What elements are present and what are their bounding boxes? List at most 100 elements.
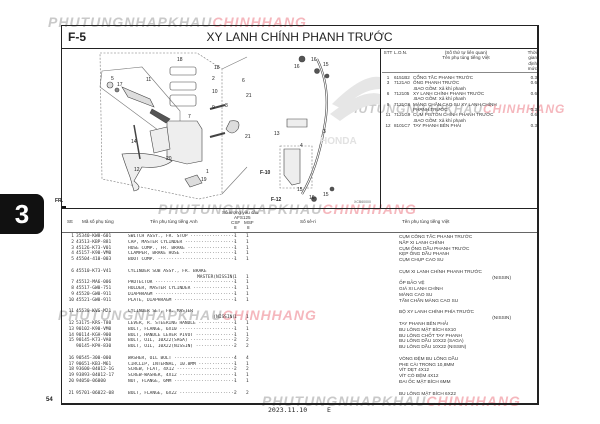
callout: 6 [242,78,245,84]
part-number: 93600-04012-1G [76,367,114,373]
callout: 5 [111,76,114,82]
part-name-vn: CỤM ỐNG DẦU PHANH TRƯỚC [399,245,470,251]
part-name-vn: KẸP ỐNG DẦU PHANH [399,251,450,257]
part-name-en: CAP, MASTER CYLINDER [128,240,235,246]
divider [380,49,381,208]
callout: 16 [309,195,315,201]
part-name-en: PROTECTOR [128,280,235,286]
part-name-en: WASHER, OIL BOLT [128,356,235,362]
callout: 8 [225,103,228,109]
part-name-vn: BU LÔNG DẦU 10X22 (NISSIN) [399,344,467,350]
divider [62,208,537,209]
part-name-en: CYLINDER SUB ASSY., FR. BRAKE [128,268,207,274]
part-number: 90545-300-000 [76,355,112,361]
honda-logo: HONDA [320,136,357,147]
callout: 15 [323,192,329,198]
part-name-vn: GIÁ XI LANH CHÍNH [399,286,443,292]
part-name-vn: ĐAI ỐC MẶT BÍCH 6MM [399,378,451,384]
part-number: 45126-K73-V01 [76,245,112,251]
exploded-diagram: HONDA FR. 18 18 2 6 10 9 7 8 21 21 5 17 … [47,49,380,210]
part-name-vn: BU LÔNG MẶT BÍCH 6X10 [399,326,456,332]
callout: 21 [246,93,252,99]
edition: E [327,406,331,414]
callout: 10 [212,89,218,95]
part-name-vn: TAY PHANH BÊN PHẢI [399,320,449,326]
part-number: 93893-04012-17 [76,373,114,379]
callout: 11 [146,77,152,83]
part-number: 53175-KRS-T80 [76,320,112,326]
diagram-code: XCB60000 [354,200,371,204]
diagram-drawing: HONDA [47,52,380,210]
catalog-page-frame: F-5 XY LANH CHÍNH PHANH TRƯỚC [47,25,539,405]
part-name-en: BOLT, FLANGE, 6X22 [128,391,235,397]
part-number: 45157-K90-VM0 [76,251,112,257]
part-number: 45520-GW0-911 [76,291,112,297]
part-number: 90651-KB3-M61 [76,361,112,367]
part-name-en: CIRCLIP, INTERNAL, 10.8MM [128,362,235,368]
callout: 9 [212,105,215,111]
callout: 15 [323,62,329,68]
callout: 21 [245,134,251,140]
part-name-vn: NẮP XI LANH CHÍNH [399,239,445,245]
callout: 18 [214,65,220,71]
part-name-en: BOLT, HANDLE LEVER PIVOT [128,333,235,339]
watermark: PHUTUNGNHAPKHAUCHINHHANG [262,393,521,409]
front-arrow-label: FR. [55,198,64,204]
callout-figure-ref[interactable]: F-10 [260,170,271,176]
part-number: 45510-K73-V41 [76,268,112,274]
part-number: 94050-06000 [76,378,106,384]
callout: 20 [166,156,172,162]
part-number: 45530-KVG-M21 [76,309,112,315]
part-name-vn: VÍT CÓ ĐỆM 4X12 [399,373,439,379]
part-number: 90145-K73-VA0 [76,338,112,344]
callout: 12 [134,167,140,173]
part-name-vn: MÀNG CAO SU [399,291,433,297]
watermark: PHUTUNGNHAPKHAUCHINHHANG [58,307,317,323]
page-title: XY LANH CHÍNH PHANH TRƯỚC [206,30,393,44]
part-name-en: BOOT COMP. [128,257,235,263]
page-number: 54 [46,397,53,403]
callout: 7 [188,114,191,120]
part-name-vn: TẤM CHẮN MÀNG CAO SU [399,297,459,303]
callout: 18 [177,57,183,63]
callout: 4 [300,143,303,149]
callout-figure-ref[interactable]: F-12 [271,197,282,203]
part-number: 35340-KW8-601 [76,234,112,239]
part-name-en: HOSE COMP., FR. BRAKE [128,246,235,252]
callout: 1 [206,169,209,175]
part-name-en: CLAMPER, BRAKE HOSE [128,251,235,257]
part-name-en: SWITCH ASSY., FR. STOP [128,234,235,240]
part-name-vn: CỤM CÔNG TẮC PHANH TRƯỚC [399,234,473,239]
part-number: 90102-K90-VM0 [76,326,112,332]
title-row: F-5 XY LANH CHÍNH PHANH TRƯỚC [62,26,537,49]
part-number: 43513-KBP-881 [76,239,112,245]
part-number: 45521-GW0-911 [76,297,112,303]
part-name-en: SCREW-WASHER, 4X12 [128,373,235,379]
